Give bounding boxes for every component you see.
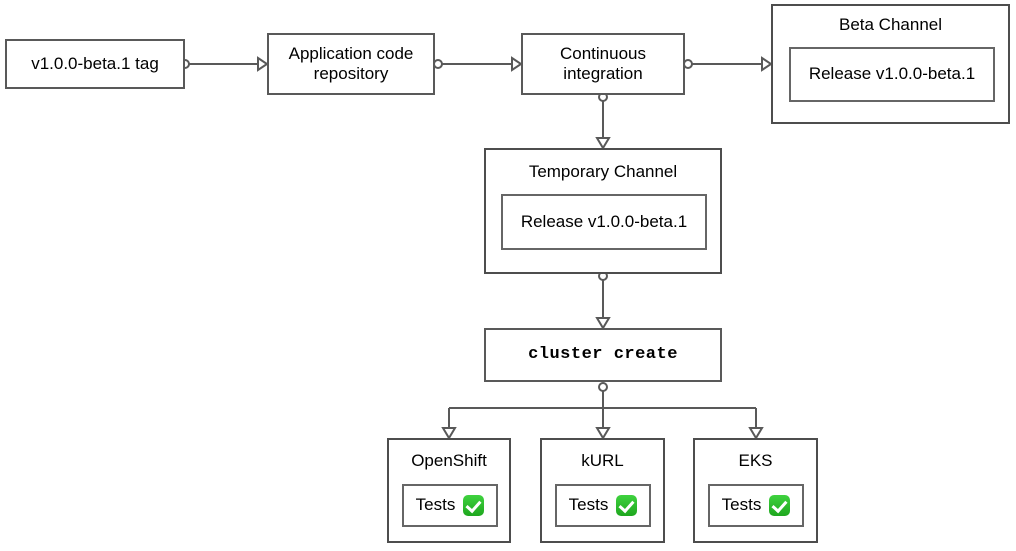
eks-tests-label-group: Tests: [722, 495, 791, 516]
node-continuous-integration-label: Continuous integration: [559, 43, 646, 83]
openshift-tests-label: Tests: [415, 495, 456, 515]
node-temporary-channel-release-label: Release v1.0.0-beta.1: [520, 211, 688, 231]
node-kurl[interactable]: kURL Tests: [540, 438, 665, 543]
node-beta-channel-title: Beta Channel: [838, 15, 943, 34]
node-temporary-channel[interactable]: Temporary Channel Release v1.0.0-beta.1: [484, 148, 722, 274]
node-beta-channel-release-label: Release v1.0.0-beta.1: [808, 64, 976, 84]
node-openshift[interactable]: OpenShift Tests: [387, 438, 511, 543]
node-openshift-tests[interactable]: Tests: [402, 484, 498, 527]
node-continuous-integration[interactable]: Continuous integration: [521, 33, 685, 95]
edge-repo-to-ci: [433, 56, 523, 72]
node-eks[interactable]: EKS Tests: [693, 438, 818, 543]
openshift-tests-label-group: Tests: [416, 495, 485, 516]
eks-tests-label: Tests: [721, 495, 762, 515]
node-kurl-title: kURL: [581, 451, 624, 470]
check-mark-icon: [616, 495, 638, 516]
node-temporary-channel-release[interactable]: Release v1.0.0-beta.1: [501, 194, 707, 250]
node-temporary-channel-title: Temporary Channel: [528, 162, 678, 181]
edge-ci-to-beta-channel: [683, 56, 773, 72]
edge-tag-to-repo: [180, 56, 269, 72]
check-mark-icon: [769, 495, 791, 516]
node-application-code-repository-label: Application code repository: [288, 43, 414, 83]
kurl-tests-label: Tests: [568, 495, 609, 515]
node-eks-title: EKS: [738, 451, 773, 470]
node-beta-channel-release[interactable]: Release v1.0.0-beta.1: [789, 47, 995, 102]
node-version-tag-label: v1.0.0-beta.1 tag: [31, 53, 159, 73]
node-eks-tests[interactable]: Tests: [708, 484, 804, 527]
edge-temporary-channel-to-cluster-create: [595, 271, 611, 330]
node-openshift-title: OpenShift: [411, 451, 487, 470]
node-version-tag[interactable]: v1.0.0-beta.1 tag: [5, 39, 185, 89]
node-beta-channel[interactable]: Beta Channel Release v1.0.0-beta.1: [771, 4, 1010, 124]
node-cluster-create[interactable]: cluster create: [484, 328, 722, 382]
check-mark-icon: [463, 495, 485, 516]
node-cluster-create-label: cluster create: [528, 344, 678, 364]
kurl-tests-label-group: Tests: [569, 495, 638, 516]
node-application-code-repository[interactable]: Application code repository: [267, 33, 435, 95]
edge-ci-to-temporary-channel: [595, 92, 611, 150]
edge-cluster-create-to-platforms: [441, 382, 764, 440]
node-kurl-tests[interactable]: Tests: [555, 484, 651, 527]
